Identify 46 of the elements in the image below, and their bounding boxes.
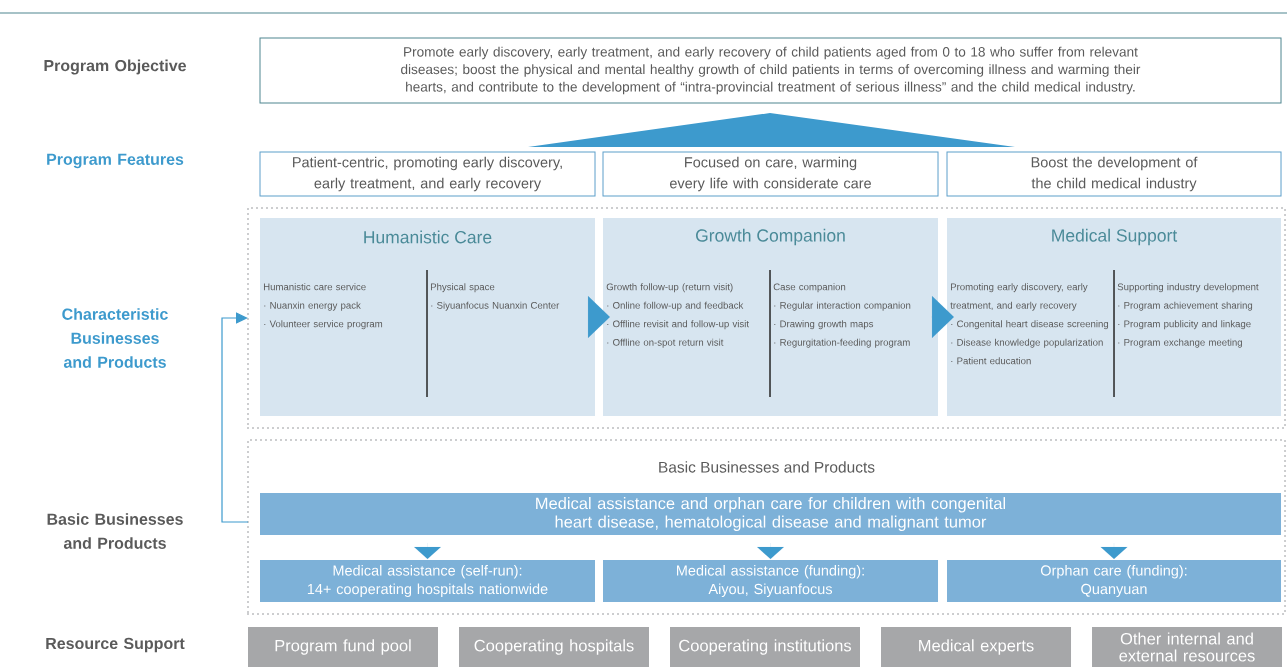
bracket-arrow <box>221 312 249 523</box>
list-item: · Volunteer service program <box>264 320 383 330</box>
chevron-arrow <box>757 542 784 559</box>
resource-box: Cooperating institutions <box>670 627 860 667</box>
section-label: Basic Businesses and Products <box>47 513 183 549</box>
list-item: Physical space <box>431 283 495 293</box>
assistance-box: Medical assistance (self-run): 14+ cooperating hospitals nationwide <box>260 560 595 602</box>
list-item: · Disease knowledge popularization <box>951 338 1103 348</box>
chevron-arrow <box>587 296 610 338</box>
list-item: · Patient education <box>951 357 1031 365</box>
list-item: Supporting industry development <box>1117 283 1259 293</box>
list-item: Humanistic care service <box>264 283 366 291</box>
chevron-arrow <box>930 296 954 338</box>
list-item: · Regular interaction companion <box>774 301 911 311</box>
list-item: · Siyuanfocus Nuanxin Center <box>431 301 560 311</box>
list-item: · Program achievement sharing <box>1118 301 1253 311</box>
dotted-region <box>247 207 1286 429</box>
list-item: Growth follow-up (return visit) <box>606 283 733 293</box>
chevron-arrow <box>1100 542 1128 559</box>
list-item: · Offline revisit and follow-up visit <box>607 320 749 330</box>
assistance-box: Medical assistance (funding): Aiyou, Siyuanfocus <box>603 560 938 602</box>
list-item: · Nuanxin energy pack <box>264 301 361 311</box>
resource-box: Cooperating hospitals <box>459 627 649 667</box>
list-item: · Regurgitation-feeding program <box>774 338 910 348</box>
assistance-box: Orphan care (funding): Quanyuan <box>947 560 1281 602</box>
section-label: Characteristic Businesses and Products <box>62 308 168 368</box>
section-label: Resource Support <box>46 637 185 653</box>
section-label: Program Objective <box>44 59 186 75</box>
list-item: · Drawing growth maps <box>774 320 874 330</box>
chevron-arrow <box>414 542 441 559</box>
list-item: Case companion <box>773 283 846 293</box>
objective-box: Promote early discovery, early treatment, and early recovery of child patients aged from 0 to 18 who suffer from relevant diseases; boost the physical and mental healthy growth of child patients in terms of overcoming illness and warming their hearts, and contribute to the development of “intra-provincial treatment of serious illness” and the child medical industry. <box>259 37 1282 104</box>
list-item: · Online follow-up and feedback <box>607 301 744 311</box>
banner-box: Medical assistance and orphan care for children with congenital heart disease, hematological disease and malignant tumor <box>260 493 1281 535</box>
list-item: · Offline on-spot return visit <box>607 338 724 348</box>
resource-box: Other internal and external resources <box>1092 627 1282 667</box>
feature-box: Boost the development of the child medical industry <box>946 151 1282 197</box>
section-label: Program Features <box>47 153 184 169</box>
feature-box: Focused on care, warming every life with considerate care <box>602 151 939 197</box>
list-item: · Congenital heart disease screening <box>951 320 1109 330</box>
resource-box: Program fund pool <box>248 627 438 667</box>
resource-box: Medical experts <box>881 627 1071 667</box>
list-item: · Program publicity and linkage <box>1118 320 1251 330</box>
list-item: Promoting early discovery, early treatment, and early recovery <box>950 283 1088 311</box>
feature-box: Patient-centric, promoting early discovery, early treatment, and early recovery <box>259 151 596 197</box>
list-item: · Program exchange meeting <box>1118 338 1242 348</box>
